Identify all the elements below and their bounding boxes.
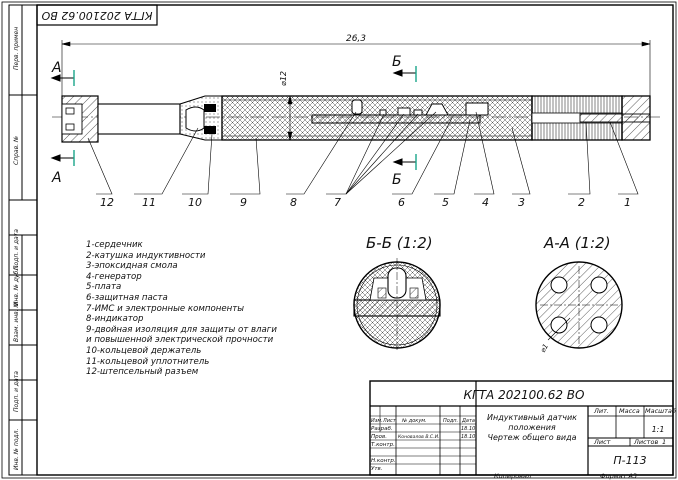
indicator-8 (351, 99, 363, 115)
components-7 (379, 103, 449, 116)
section-b-top-letter: Б (392, 54, 402, 70)
mirrored-code-box (36, 4, 158, 26)
legend-item: 4-генератор (86, 271, 142, 282)
diameter-dimension (287, 95, 293, 141)
role-label: Утв. (371, 466, 383, 472)
title-block-name-line: Индуктивный датчик (487, 413, 577, 422)
section-bb-title: Б-Б (1:2) (366, 234, 433, 252)
connector-12 (61, 95, 99, 143)
side-stamp-label: Подп. и дата (13, 229, 20, 270)
mass-label: Масса (619, 407, 640, 415)
sleeve-tube (97, 103, 181, 135)
diameter-value: ⌀12 (279, 71, 288, 86)
sheets-value: 1 (662, 438, 666, 446)
callout-12: 12 (100, 196, 114, 209)
side-stamp-label: Перв. примен (13, 27, 20, 70)
col-header: Подп. (443, 418, 458, 424)
side-stamp-column (8, 4, 38, 476)
format-label: Формат А3 (600, 472, 637, 480)
side-stamp-label: Взам. инв. № (13, 301, 20, 342)
section-aa-dim: ⌀1 (539, 342, 550, 354)
col-header: № докум. (401, 418, 427, 424)
section-bb-view (353, 258, 441, 352)
legend-item: 2-катушка индуктивности (86, 250, 206, 261)
col-header: Лист (382, 418, 397, 424)
length-dimension (61, 40, 651, 98)
role-label: Н.контр. (371, 458, 396, 464)
role-label: Пров. (371, 434, 387, 440)
legend-item: 1-сердечник (86, 240, 143, 250)
sign-date: 18.10 (461, 426, 475, 432)
callout-4: 4 (482, 196, 489, 209)
callout-11: 11 (142, 196, 156, 209)
role-label: Разраб. (371, 426, 393, 432)
section-a-top-letter: А (51, 60, 62, 76)
scale-label: Масштаб (645, 407, 676, 415)
leader-lines (87, 111, 639, 195)
section-b-marks (392, 66, 417, 170)
callout-9: 9 (240, 196, 247, 209)
callout-10: 10 (188, 196, 202, 209)
sign-date: 18.10 (461, 434, 475, 440)
legend-item: 6-защитная паста (86, 292, 168, 303)
callout-1: 1 (624, 196, 631, 209)
section-b-bottom-letter: Б (392, 172, 402, 188)
generator-4 (465, 102, 489, 116)
sheets-label: Листов (633, 438, 658, 446)
callout-2: 2 (578, 196, 585, 209)
length-dimension-value: 26,3 (346, 34, 366, 44)
side-stamp-label: Справ. № (13, 136, 20, 165)
callout-6: 6 (398, 196, 405, 209)
core-rod (579, 113, 651, 123)
callout-3: 3 (518, 196, 525, 209)
legend-item: 7-ИМС и электронные компоненты (86, 303, 245, 314)
section-aa-title: А-А (1:2) (543, 234, 611, 252)
title-block-name-line: положения (508, 423, 556, 432)
sheet-label: Лист (593, 438, 611, 446)
section-a-bottom-letter: А (51, 170, 62, 186)
legend-item: 3-эпоксидная смола (86, 261, 178, 272)
section-aa-view (535, 261, 623, 349)
circuit-board-5 (311, 114, 481, 124)
legend-item: 9-двойная изоляция для защиты от влаги (86, 324, 277, 335)
title-block (369, 380, 674, 476)
title-block-code: КГТА 202100.62 ВО (464, 388, 585, 402)
parts-legend: 1-сердечник 2-катушка индуктивности 3-эп… (86, 240, 386, 378)
legend-item: 10-кольцевой держатель (86, 345, 202, 356)
legend-item: 12-штепсельный разъем (86, 367, 199, 378)
role-label: Т.контр. (371, 442, 395, 448)
col-header: Изм. (371, 418, 383, 424)
side-stamp-label: Подп. и дата (13, 371, 20, 412)
legend-item: и повышенной электрической прочности (86, 335, 274, 346)
holder-rings (179, 95, 223, 141)
legend-item: 8-индикатор (86, 314, 144, 325)
side-stamp-label: Инв. № дубл. (13, 265, 20, 306)
section-a-marks (50, 70, 75, 166)
side-stamp-label: Инв. № подл. (13, 429, 20, 470)
callout-8: 8 (290, 196, 297, 209)
copied-label: Копировал (494, 472, 531, 480)
callout-5: 5 (442, 196, 449, 209)
scale-value: 1:1 (652, 425, 665, 434)
checker-name: Коновалов В.С.И. (398, 434, 440, 440)
legend-item: 11-кольцевой уплотнитель (86, 356, 210, 367)
callout-7: 7 (334, 196, 341, 209)
mirrored-doc-code: КГТА 202100.62 ВО (41, 9, 152, 22)
col-header: Дата (461, 418, 475, 424)
lit-label: Лит. (593, 407, 609, 415)
title-block-name-line: Чертеж общего вида (487, 433, 576, 442)
group-code: П-113 (613, 454, 646, 467)
legend-item: 5-плата (86, 282, 122, 293)
